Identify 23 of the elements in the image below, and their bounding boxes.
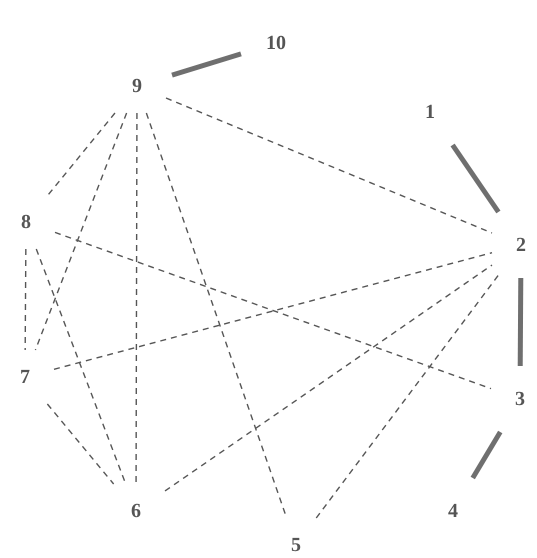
dashed-line xyxy=(164,264,492,492)
node-number: 1 xyxy=(415,99,445,125)
thick-line xyxy=(518,278,524,366)
dashed-line xyxy=(46,404,114,484)
dashed-line xyxy=(24,249,27,350)
dashed-line xyxy=(135,113,138,484)
dashed-line xyxy=(166,97,492,234)
thick-line xyxy=(470,430,502,480)
node-number: 10 xyxy=(261,30,291,56)
dashed-line xyxy=(54,252,492,370)
dashed-line xyxy=(54,232,492,390)
node-number: 8 xyxy=(11,209,41,235)
dashed-line xyxy=(48,112,116,196)
node-number: 7 xyxy=(10,364,40,390)
node-number: 9 xyxy=(122,73,152,99)
node-number: 4 xyxy=(438,498,468,524)
node-number: 6 xyxy=(121,498,151,524)
node-number: 3 xyxy=(505,386,535,412)
node-number: 5 xyxy=(281,532,311,558)
node-number: 2 xyxy=(506,232,536,258)
dashed-line xyxy=(34,112,128,350)
thick-line xyxy=(171,51,242,78)
thick-line xyxy=(450,144,500,214)
